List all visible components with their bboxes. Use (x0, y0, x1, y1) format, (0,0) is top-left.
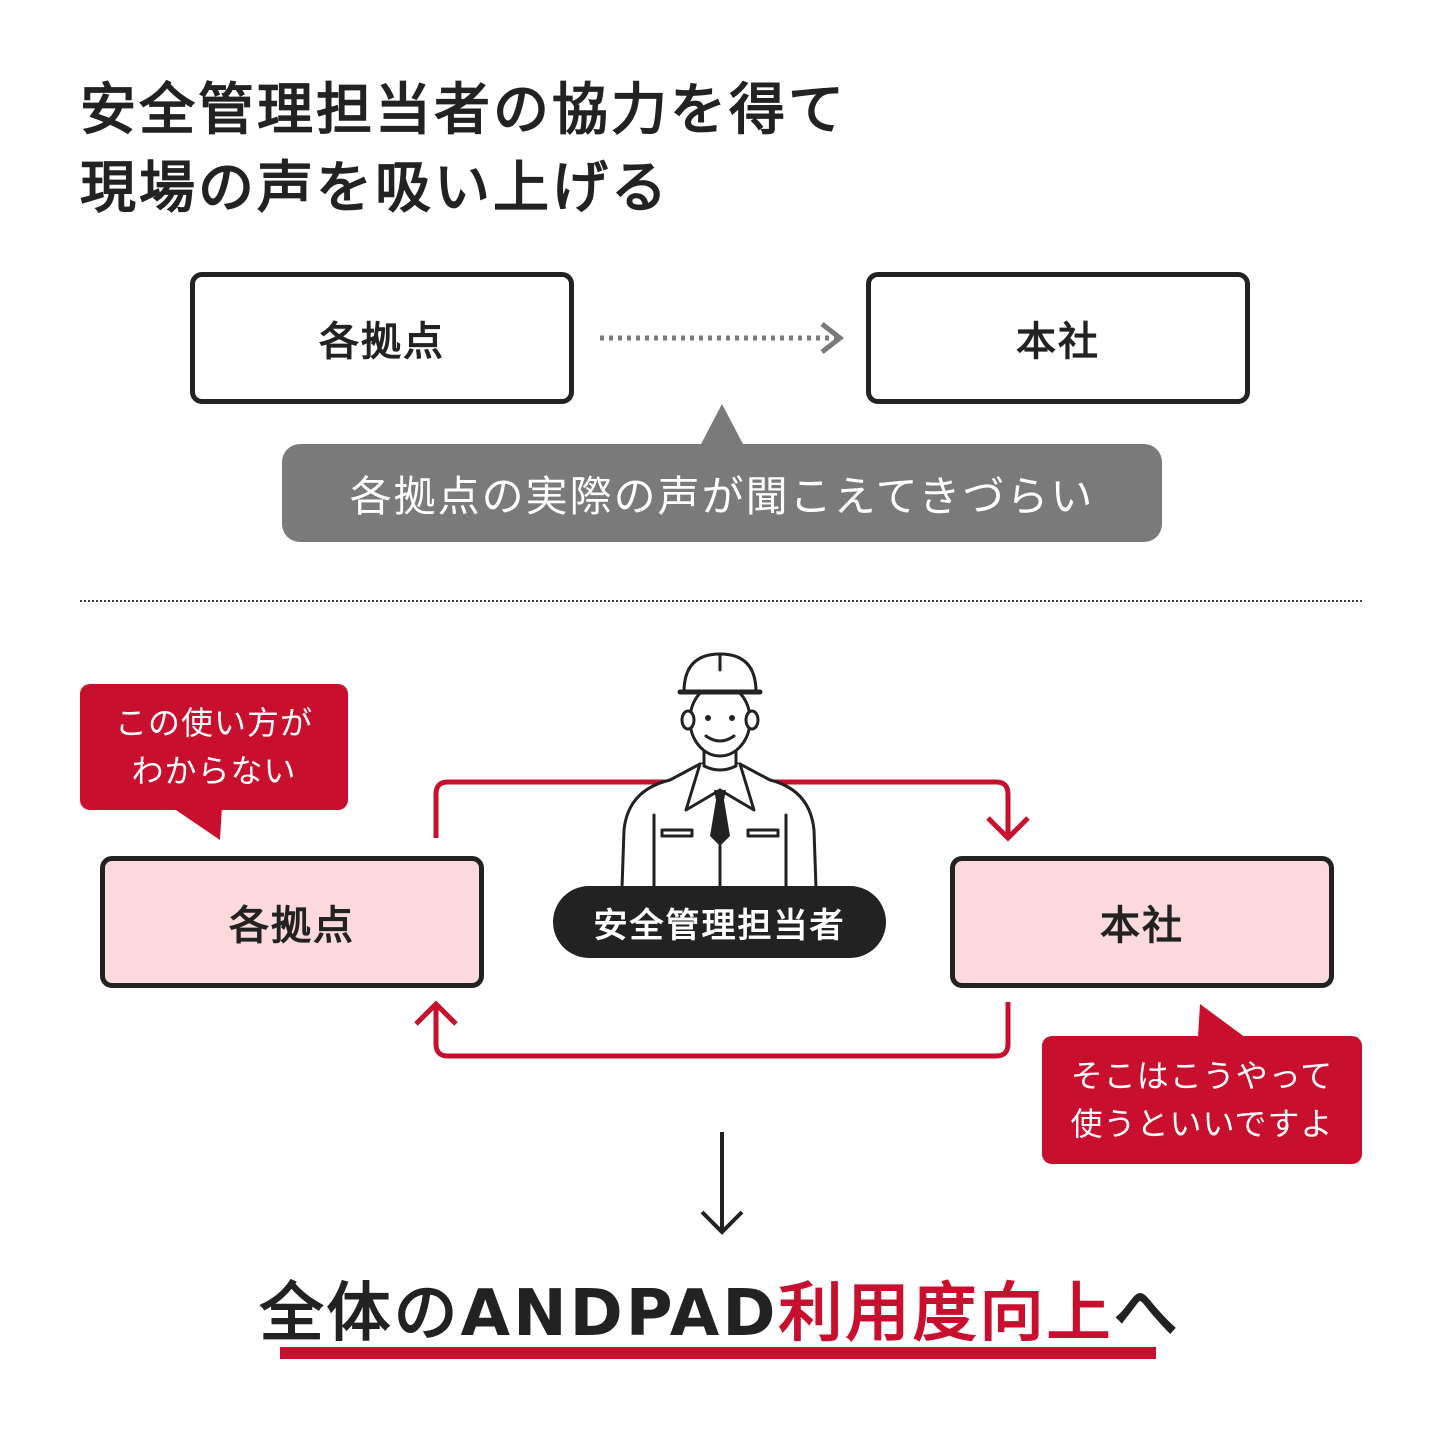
after-branches-label: 各拠点 (229, 903, 355, 949)
conclusion-text: 全体のANDPAD利用度向上へ (0, 1262, 1440, 1354)
answer-speech-bubble: そこはこうやって 使うといいですよ (1042, 1036, 1362, 1164)
dotted-arrow-icon (600, 322, 845, 354)
question-line-1: この使い方が (114, 704, 313, 742)
answer-line-2: 使うといいですよ (1070, 1105, 1334, 1143)
conclusion-underline (280, 1347, 1156, 1359)
before-branches-box: 各拠点 (190, 272, 574, 404)
conclusion-part-3: へ (1113, 1277, 1181, 1351)
section-divider (80, 600, 1362, 602)
question-speech-bubble: この使い方が わからない (80, 684, 348, 810)
answer-line-1: そこはこうやって (1070, 1057, 1334, 1095)
page-title: 安全管理担当者の協力を得て 現場の声を吸い上げる (80, 72, 847, 228)
after-branches-box: 各拠点 (100, 856, 484, 988)
after-headquarters-label: 本社 (1100, 903, 1184, 949)
safety-manager-illustration (620, 652, 818, 890)
safety-manager-text: 安全管理担当者 (593, 905, 846, 946)
answer-bubble-pointer-icon (1198, 1004, 1246, 1038)
after-headquarters-box: 本社 (950, 856, 1334, 988)
before-speech-bubble: 各拠点の実際の声が聞こえてきづらい (282, 444, 1162, 542)
before-headquarters-label: 本社 (1016, 319, 1100, 365)
question-bubble-pointer-icon (170, 806, 222, 840)
title-line-2: 現場の声を吸い上げる (80, 156, 670, 221)
safety-manager-label: 安全管理担当者 (553, 886, 886, 958)
title-line-1: 安全管理担当者の協力を得て (80, 78, 847, 143)
before-branches-label: 各拠点 (319, 319, 445, 365)
before-bubble-text: 各拠点の実際の声が聞こえてきづらい (349, 471, 1095, 521)
conclusion-part-1: 全体のANDPAD (259, 1277, 779, 1351)
bubble-pointer-icon (700, 404, 744, 446)
before-headquarters-box: 本社 (866, 272, 1250, 404)
down-arrow-icon (700, 1132, 744, 1235)
question-line-2: わからない (131, 752, 297, 790)
conclusion-highlight: 利用度向上 (778, 1277, 1114, 1351)
